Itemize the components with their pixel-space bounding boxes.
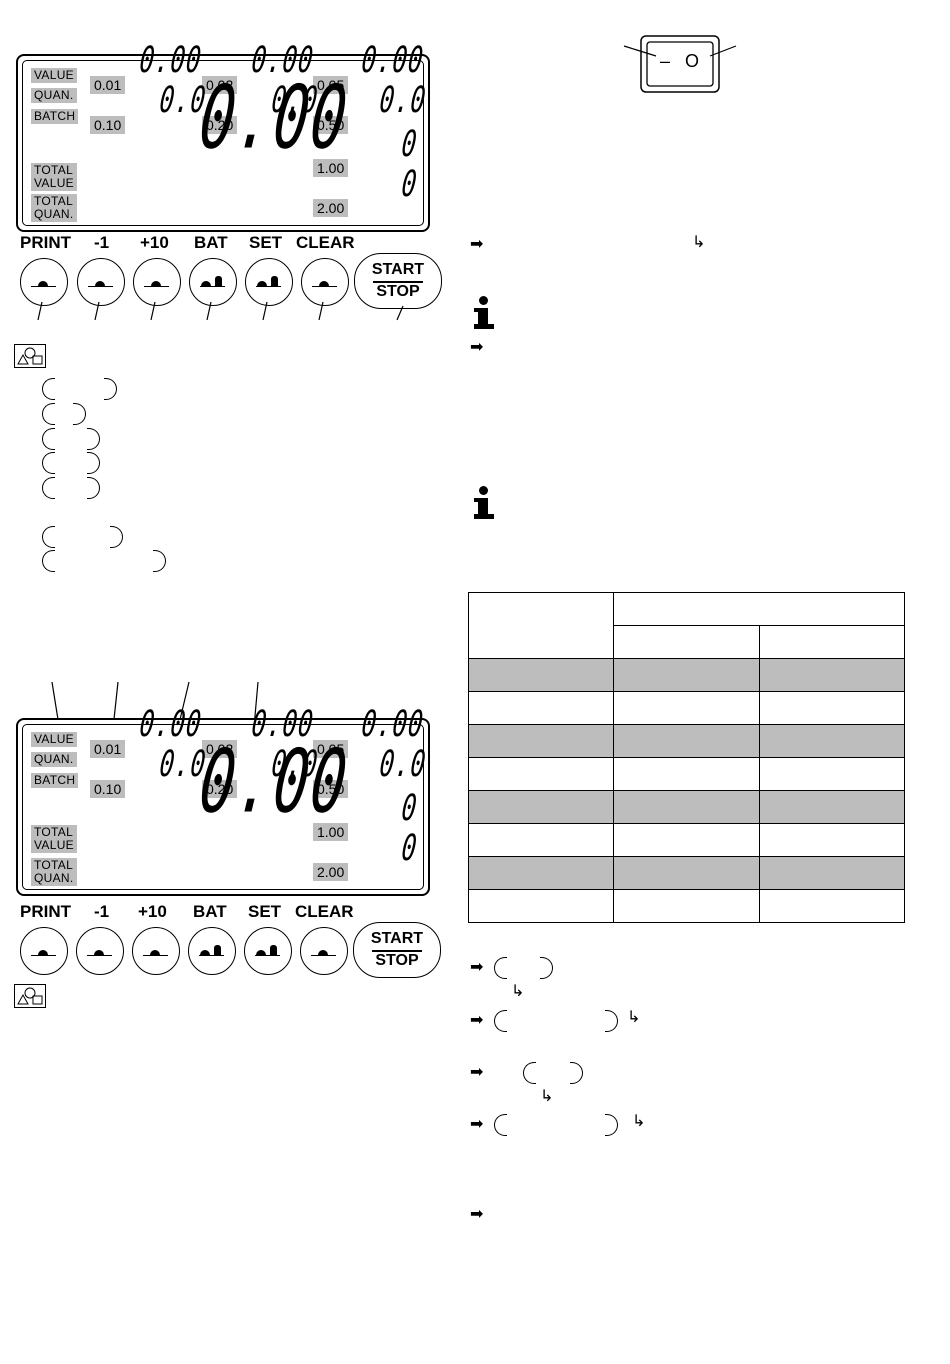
key-label-bat: BAT xyxy=(193,902,227,921)
key-label-set: SET xyxy=(249,233,283,252)
switch-on-mark: O xyxy=(685,51,700,71)
lcd-display-2: VALUE QUAN. BATCH TOTAL VALUE TOTAL QUAN… xyxy=(16,703,430,896)
table-row xyxy=(468,658,905,692)
bullet-arrow-icon: ➡ xyxy=(470,959,484,976)
hook-arrow-icon: ↳ xyxy=(692,234,706,251)
clear-button[interactable] xyxy=(301,258,349,306)
denom-0-10: 0.10 xyxy=(90,116,126,134)
start-label: START xyxy=(371,261,425,278)
info-icon xyxy=(474,486,494,520)
hook-arrow-icon: ↳ xyxy=(632,1113,646,1130)
start-stop-button[interactable]: START STOP xyxy=(354,253,442,309)
plus10-button[interactable] xyxy=(132,927,180,975)
readout-r3: 0.00 xyxy=(359,703,426,745)
label-total-value: TOTAL VALUE xyxy=(31,163,77,191)
bullet-arrow-icon: ➡ xyxy=(470,1206,484,1223)
denom-0-02: 0.02 xyxy=(202,740,238,758)
info-icon xyxy=(474,296,494,330)
denom-0-01: 0.01 xyxy=(90,740,126,758)
table-row xyxy=(468,691,905,725)
label-batch: BATCH xyxy=(31,109,79,124)
start-label: START xyxy=(370,930,424,947)
denom-0-05: 0.05 xyxy=(313,76,349,94)
key-label-clear: CLEAR xyxy=(296,233,355,252)
key-label-set: SET xyxy=(248,902,282,921)
stop-label: STOP xyxy=(376,283,420,300)
readout-r6: 0.0 xyxy=(377,79,429,121)
denom-1-00: 1.00 xyxy=(313,159,349,177)
lcd-display-1: VALUE QUAN. BATCH TOTAL VALUE TOTAL QUAN… xyxy=(16,39,430,232)
bullet-arrow-icon: ➡ xyxy=(470,339,484,356)
label-total-quan: TOTAL QUAN. xyxy=(31,858,77,886)
readout-total: 0.00 xyxy=(195,66,354,169)
key-label-plus10: +10 xyxy=(140,233,169,252)
table-row xyxy=(468,724,905,758)
power-switch[interactable] xyxy=(620,34,740,96)
print-button[interactable] xyxy=(20,927,68,975)
key-label-minus1: -1 xyxy=(94,233,110,252)
table-row xyxy=(468,757,905,791)
denom-0-10: 0.10 xyxy=(90,780,126,798)
shapes-icon xyxy=(14,344,46,368)
table-row xyxy=(468,856,905,890)
print-button[interactable] xyxy=(20,258,68,306)
denom-0-50: 0.50 xyxy=(313,780,349,798)
label-batch: BATCH xyxy=(31,773,79,788)
key-callout-lines xyxy=(37,301,404,321)
denom-0-50: 0.50 xyxy=(313,116,349,134)
denom-2-00: 2.00 xyxy=(313,199,349,217)
bullet-arrow-icon: ➡ xyxy=(470,1064,484,1081)
hook-arrow-icon: ↳ xyxy=(627,1009,641,1026)
clear-button[interactable] xyxy=(300,927,348,975)
bat-button[interactable] xyxy=(189,258,237,306)
denom-0-20: 0.20 xyxy=(202,780,238,798)
readout-total: 0.00 xyxy=(195,730,354,833)
denom-0-05: 0.05 xyxy=(313,740,349,758)
label-value: VALUE xyxy=(31,732,77,747)
set-button[interactable] xyxy=(245,258,293,306)
stop-label: STOP xyxy=(375,952,419,969)
denom-0-01: 0.01 xyxy=(90,76,126,94)
denomination-table xyxy=(468,592,905,923)
shapes-icon xyxy=(14,984,46,1008)
denom-1-00: 1.00 xyxy=(313,823,349,841)
readout-r1: 0.00 xyxy=(137,703,204,745)
label-total-value: TOTAL VALUE xyxy=(31,825,77,853)
key-label-plus10: +10 xyxy=(138,902,167,921)
key-label-minus1: -1 xyxy=(94,902,110,921)
bullet-arrow-icon: ➡ xyxy=(470,1012,484,1029)
start-stop-button[interactable]: START STOP xyxy=(353,922,441,978)
bullet-arrow-icon: ➡ xyxy=(470,236,484,253)
label-quan: QUAN. xyxy=(31,88,77,103)
label-total-quan: TOTAL QUAN. xyxy=(31,194,77,222)
key-label-print: PRINT xyxy=(20,233,71,252)
label-quan: QUAN. xyxy=(31,752,77,767)
minus1-button[interactable] xyxy=(77,258,125,306)
readout-r6: 0.0 xyxy=(377,743,429,785)
set-button[interactable] xyxy=(244,927,292,975)
table-row xyxy=(468,889,905,923)
bat-button[interactable] xyxy=(188,927,236,975)
minus1-button[interactable] xyxy=(76,927,124,975)
denom-2-00: 2.00 xyxy=(313,863,349,881)
readout-r1: 0.00 xyxy=(137,39,204,81)
denom-0-02: 0.02 xyxy=(202,76,238,94)
hook-arrow-icon: ↳ xyxy=(540,1088,554,1105)
denom-0-20: 0.20 xyxy=(202,116,238,134)
bullet-arrow-icon: ➡ xyxy=(470,1116,484,1133)
switch-off-mark: – xyxy=(660,51,671,71)
table-row xyxy=(468,823,905,857)
key-label-clear: CLEAR xyxy=(295,902,354,921)
key-label-print: PRINT xyxy=(20,902,71,921)
table-row xyxy=(468,790,905,824)
hook-arrow-icon: ↳ xyxy=(511,983,525,1000)
readout-r3: 0.00 xyxy=(359,39,426,81)
key-label-bat: BAT xyxy=(194,233,228,252)
label-value: VALUE xyxy=(31,68,77,83)
plus10-button[interactable] xyxy=(133,258,181,306)
